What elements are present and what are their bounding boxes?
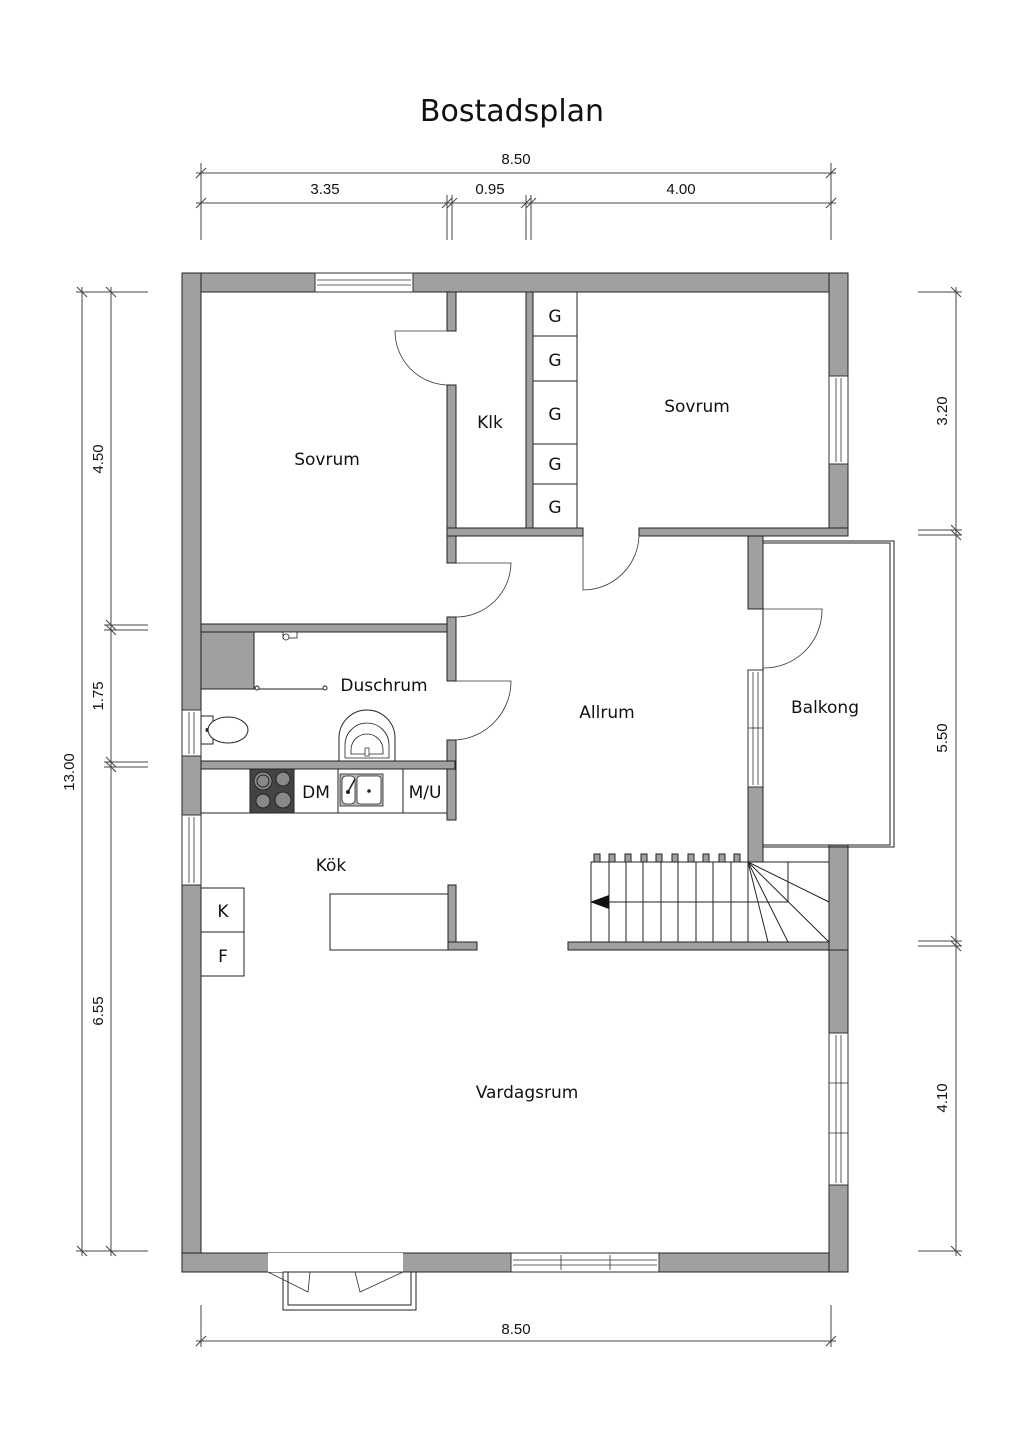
staircase — [590, 853, 830, 943]
door-balkong — [762, 608, 823, 669]
wardrobe-label: G — [548, 307, 561, 327]
left-dimensions: 13.00 4.50 1.75 6.55 — [61, 286, 148, 1257]
dim-right-seg-3: 4.10 — [934, 1083, 951, 1112]
room-label-allrum: Allrum — [579, 703, 634, 723]
bay-entrance — [267, 1253, 417, 1311]
wardrobe-label: G — [548, 405, 561, 425]
bottom-dimensions: 8.50 — [195, 1305, 837, 1347]
dim-left-seg-3: 6.55 — [90, 996, 107, 1025]
sink-icon — [338, 709, 396, 762]
windows — [181, 272, 849, 1273]
dim-top-total: 8.50 — [501, 151, 530, 168]
bathroom-fixtures — [200, 631, 396, 762]
fridge-label: K — [217, 902, 229, 922]
window-allrum-balkong — [747, 669, 764, 788]
dim-bottom-total: 8.50 — [501, 1321, 530, 1338]
room-label-balkong: Balkong — [791, 698, 859, 718]
door-duschrum — [455, 680, 512, 741]
wardrobe-label: G — [548, 455, 561, 475]
room-label-kok: Kök — [316, 856, 347, 876]
room-label-klk: Klk — [477, 413, 503, 433]
door-sovrum-hall — [455, 562, 512, 618]
dim-top-seg-2: 0.95 — [475, 181, 504, 198]
fridge-freezer: K F — [200, 887, 245, 977]
freezer-label: F — [218, 947, 228, 967]
kitchen-sink-icon — [339, 773, 384, 807]
dim-right-seg-2: 5.50 — [934, 723, 951, 752]
dim-right-seg-1: 3.20 — [934, 396, 951, 425]
right-dimensions: 3.20 5.50 4.10 — [918, 286, 962, 1257]
room-labels: Sovrum Klk Sovrum Duschrum Allrum Balkon… — [294, 397, 859, 1103]
door-sovrum-east — [582, 535, 640, 591]
wardrobe-label: G — [548, 498, 561, 518]
room-label-duschrum: Duschrum — [340, 676, 427, 696]
door-sovrum-west — [394, 330, 448, 386]
window-left-bath — [181, 709, 202, 757]
toilet-icon — [200, 715, 249, 745]
dim-top-seg-1: 3.35 — [310, 181, 339, 198]
balkong — [762, 540, 895, 848]
washer-dryer-label: M/U — [409, 783, 442, 803]
dim-left-seg-2: 1.75 — [90, 681, 107, 710]
dim-left-seg-1: 4.50 — [90, 444, 107, 473]
plan-title: Bostadsplan — [420, 94, 604, 129]
kitchen-counter: DM M/U — [200, 768, 448, 814]
room-label-vardagsrum: Vardagsrum — [476, 1083, 579, 1103]
window-top-sovrum — [314, 272, 414, 293]
dim-top-seg-3: 4.00 — [666, 181, 695, 198]
wardrobes: G G G G G — [532, 291, 578, 529]
room-label-sovrum-east: Sovrum — [664, 397, 730, 417]
top-dimensions: 8.50 3.35 0.95 4.00 — [195, 151, 837, 240]
dim-left-total: 13.00 — [61, 753, 78, 791]
room-label-sovrum-west: Sovrum — [294, 450, 360, 470]
stair-direction-arrow-icon — [590, 895, 609, 909]
window-right-vardagsrum — [828, 1032, 849, 1186]
shower-mixer-icon — [282, 631, 298, 641]
window-left-kitchen — [181, 814, 202, 886]
window-bottom-vardagsrum — [510, 1252, 660, 1273]
stove-icon — [249, 768, 295, 814]
doors — [394, 330, 823, 741]
window-right-sovrum — [828, 375, 849, 465]
interior-walls — [200, 291, 849, 951]
dishwasher-label: DM — [302, 783, 330, 803]
kitchen-island — [329, 893, 449, 951]
wardrobe-label: G — [548, 351, 561, 371]
